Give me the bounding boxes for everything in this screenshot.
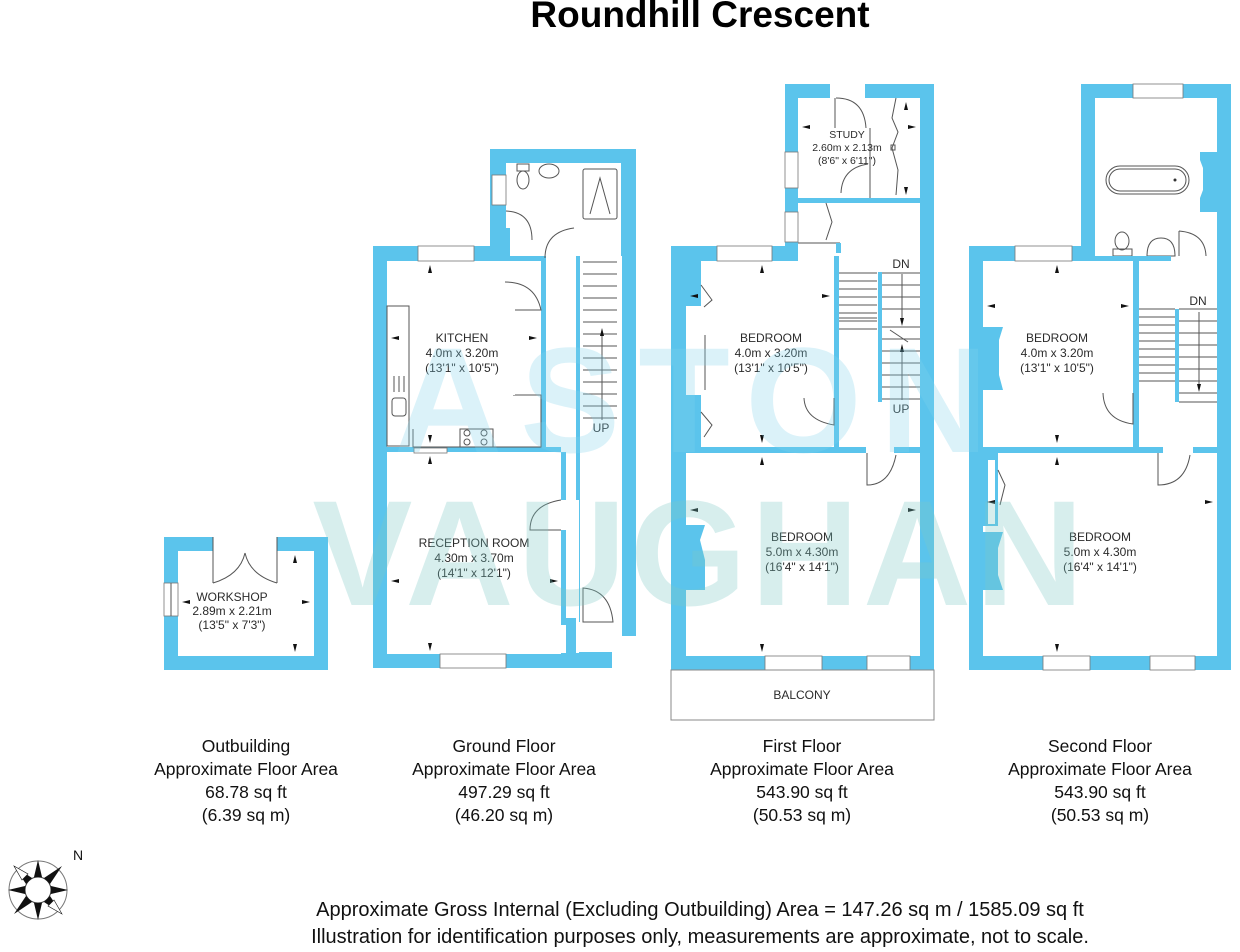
stair-label-up: UP <box>593 421 610 435</box>
toilet-icon <box>516 170 530 190</box>
floor-name: Second Floor <box>1047 736 1153 756</box>
floor-caption-first: First Floor Approximate Floor Area 543.9… <box>682 735 922 827</box>
floor-name: Outbuilding <box>201 736 291 756</box>
room-name-workshop: WORKSHOP <box>196 590 267 604</box>
floor-area-label: Approximate Floor Area <box>710 759 894 779</box>
room-size-metric-kitchen: 4.0m x 3.20m <box>426 346 499 360</box>
bathtub-icon <box>1105 165 1190 195</box>
ground-floor-plan: UP KITCHEN 4.0m x 3.20m (13'1" x 10'5") … <box>373 149 636 669</box>
floor-area-label: Approximate Floor Area <box>412 759 596 779</box>
stair-label-dn: DN <box>892 257 909 271</box>
room-size-metric-bedroom: 4.0m x 3.20m <box>1021 346 1094 360</box>
floor-area-sqft: 68.78 sq ft <box>205 782 287 802</box>
compass-north-label: N <box>73 847 83 863</box>
disclaimer: Illustration for identification purposes… <box>311 926 1089 948</box>
staircase-icon <box>1139 308 1217 403</box>
room-name-study: STUDY <box>829 129 865 141</box>
sink-icon <box>1146 237 1176 257</box>
room-size-metric-workshop: 2.89m x 2.21m <box>192 604 271 618</box>
floor-caption-ground: Ground Floor Approximate Floor Area 497.… <box>384 735 624 827</box>
footer: Approximate Gross Internal (Excluding Ou… <box>200 897 1200 951</box>
compass-rose-icon <box>8 860 68 920</box>
room-size-imperial-bedroom: (13'1" x 10'5") <box>1020 361 1094 375</box>
floor-area-sqm: (6.39 sq m) <box>201 805 291 825</box>
floor-area-sqft: 497.29 sq ft <box>458 782 550 802</box>
door-swing-icon <box>212 552 246 584</box>
floor-name: First Floor <box>762 736 842 756</box>
balcony-area <box>670 669 935 721</box>
floor-area-sqm: (46.20 sq m) <box>454 805 554 825</box>
floor-name: Ground Floor <box>452 736 556 756</box>
staircase-icon <box>583 261 617 420</box>
room-size-imperial-reception: (14'1" x 12'1") <box>437 566 511 580</box>
room-size-imperial-kitchen: (13'1" x 10'5") <box>425 361 499 375</box>
gross-internal-area: Approximate Gross Internal (Excluding Ou… <box>316 899 1084 921</box>
room-size-metric-bedroom: 4.0m x 3.20m <box>735 346 808 360</box>
room-size-imperial-bedroom: (16'4" x 14'1") <box>1063 560 1137 574</box>
room-name-bedroom: BEDROOM <box>1069 530 1131 544</box>
floor-area-sqm: (50.53 sq m) <box>752 805 852 825</box>
floor-area-label: Approximate Floor Area <box>1008 759 1192 779</box>
toilet-icon <box>1114 231 1130 251</box>
first-floor-plan: DN UP BALCONY STUDY 2.60m x 2.13m (8'6" … <box>670 84 935 721</box>
room-size-imperial-study: (8'6" x 6'11") <box>818 155 876 167</box>
room-size-metric-study: 2.60m x 2.13m <box>812 142 882 154</box>
room-size-metric-bedroom: 5.0m x 4.30m <box>766 545 839 559</box>
stair-label-dn: DN <box>1189 294 1206 308</box>
room-name-bedroom: BEDROOM <box>1026 331 1088 345</box>
room-name-bedroom: BEDROOM <box>771 530 833 544</box>
floor-area-sqm: (50.53 sq m) <box>1050 805 1150 825</box>
floor-area-sqft: 543.90 sq ft <box>1054 782 1146 802</box>
floor-area-sqft: 543.90 sq ft <box>756 782 848 802</box>
window-icon <box>417 245 475 262</box>
room-size-metric-reception: 4.30m x 3.70m <box>434 551 513 565</box>
plan-title: Roundhill Crescent <box>530 0 870 35</box>
floor-caption-second: Second Floor Approximate Floor Area 543.… <box>980 735 1220 827</box>
outbuilding-plan: WORKSHOP 2.89m x 2.21m (13'5" x 7'3") <box>163 537 328 670</box>
room-size-imperial-bedroom: (13'1" x 10'5") <box>734 361 808 375</box>
room-name-reception: RECEPTION ROOM <box>419 536 530 550</box>
sink-icon <box>538 163 560 179</box>
floor-area-label: Approximate Floor Area <box>154 759 338 779</box>
floor-caption-outbuilding: Outbuilding Approximate Floor Area 68.78… <box>126 735 366 827</box>
second-floor-plan: DN BEDROOM 4.0m x 3.20m (13'1" x 10'5") … <box>969 83 1231 671</box>
room-name-balcony: BALCONY <box>773 688 830 702</box>
staircase-icon <box>839 272 920 402</box>
room-size-metric-bedroom: 5.0m x 4.30m <box>1064 545 1137 559</box>
room-size-imperial-workshop: (13'5" x 7'3") <box>198 618 265 632</box>
room-name-kitchen: KITCHEN <box>436 331 489 345</box>
room-name-bedroom: BEDROOM <box>740 331 802 345</box>
stair-label-up: UP <box>893 402 910 416</box>
room-size-imperial-bedroom: (16'4" x 14'1") <box>765 560 839 574</box>
